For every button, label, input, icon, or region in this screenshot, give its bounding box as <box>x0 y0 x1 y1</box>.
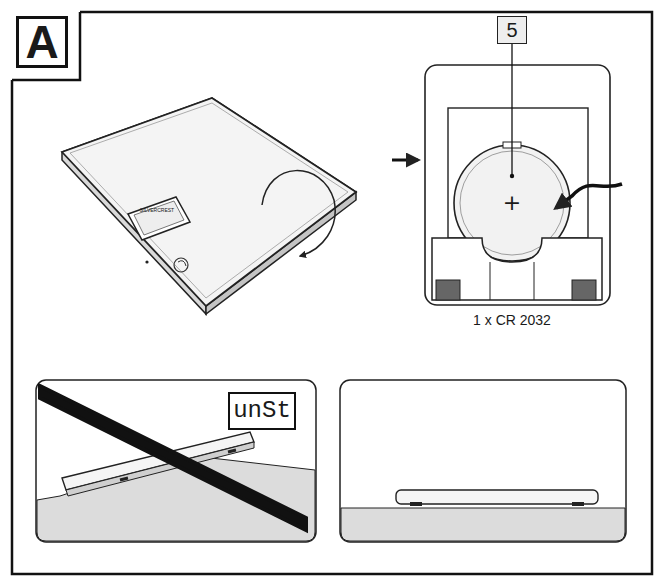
panel-letter-box: A <box>16 16 68 68</box>
battery-type-label: 1 x CR 2032 <box>473 313 551 327</box>
panel-frame <box>12 12 652 574</box>
level-surface-panel <box>340 380 626 542</box>
turn-arrow <box>262 171 335 256</box>
polarity-sign: + <box>503 192 521 214</box>
step-arrow <box>392 159 418 162</box>
callout-number-box: 5 <box>497 16 527 44</box>
battery-compartment <box>425 44 610 305</box>
uneven-surface-panel <box>36 380 316 542</box>
insert-arrow <box>556 184 622 208</box>
label-corner <box>12 12 80 80</box>
brand-name: SILVERCREST <box>140 208 174 213</box>
display-readout-box: unSt <box>228 392 296 430</box>
node-text: unSt <box>233 399 291 423</box>
node-text: A <box>25 19 58 65</box>
node-text: 5 <box>506 20 517 40</box>
kitchen-scale <box>62 98 356 314</box>
